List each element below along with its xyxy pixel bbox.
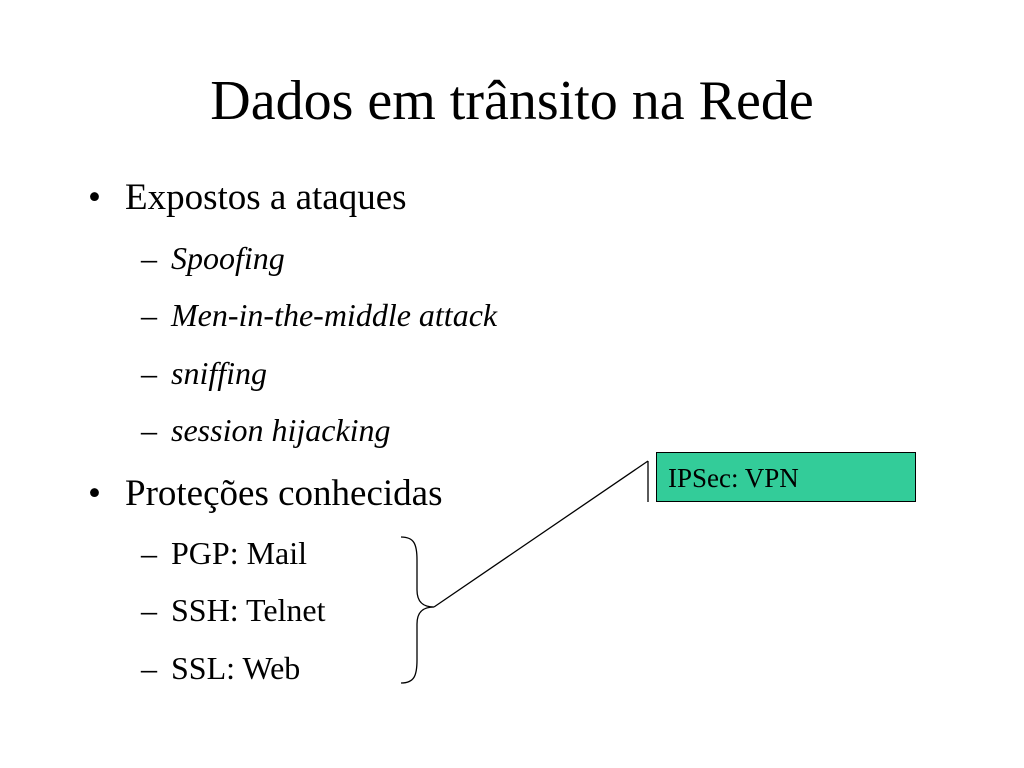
sub-text: SSL: Web (171, 650, 301, 686)
sub-item-session-hijacking: –session hijacking (141, 411, 391, 449)
sub-marker: – (141, 412, 157, 448)
sub-marker: – (141, 650, 157, 686)
sub-marker: – (141, 535, 157, 571)
sub-marker: – (141, 592, 157, 628)
sub-item-pgp: –PGP: Mail (141, 534, 307, 572)
sub-text: sniffing (171, 355, 268, 391)
bullet-marker: • (88, 473, 101, 514)
sub-text: Men-in-the-middle attack (171, 297, 498, 333)
slide-title: Dados em trânsito na Rede (210, 70, 814, 132)
bullet-marker: • (88, 177, 101, 218)
callout-pointer-line (433, 460, 649, 608)
sub-text: session hijacking (171, 412, 391, 448)
sub-marker: – (141, 297, 157, 333)
sub-text: Spoofing (171, 240, 285, 276)
sub-item-spoofing: –Spoofing (141, 239, 285, 277)
bullet-item-attacks: • Expostos a ataques (88, 176, 407, 220)
bullet-text: Proteções conhecidas (125, 473, 443, 514)
right-brace-shape (400, 536, 435, 684)
bullet-item-protections: • Proteções conhecidas (88, 472, 442, 516)
sub-item-ssh: –SSH: Telnet (141, 591, 326, 629)
callout-text: IPSec: VPN (668, 463, 799, 493)
bullet-text: Expostos a ataques (125, 177, 407, 218)
sub-text: SSH: Telnet (171, 592, 326, 628)
callout-box: IPSec: VPN (656, 452, 916, 502)
sub-marker: – (141, 355, 157, 391)
sub-text: PGP: Mail (171, 535, 308, 571)
sub-item-sniffing: –sniffing (141, 354, 267, 392)
sub-item-mitm: –Men-in-the-middle attack (141, 296, 497, 334)
sub-item-ssl: –SSL: Web (141, 649, 300, 687)
sub-marker: – (141, 240, 157, 276)
